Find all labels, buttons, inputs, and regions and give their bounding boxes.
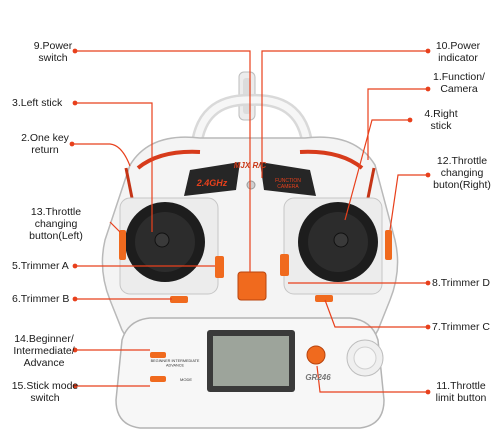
label-power-switch: 9.Power switch [33, 40, 73, 64]
lcd-screen [207, 330, 295, 392]
label-trimmer-a: 5.Trimmer A [12, 260, 69, 272]
power-dial [346, 339, 384, 377]
label-throttle-limit-button: 11.Throttle limit button [435, 380, 487, 404]
model-name: GR246 [305, 373, 331, 382]
right-stick-well [283, 197, 383, 295]
label-throttle-changing-right: 12.Throttle changing buton(Right) [433, 155, 491, 191]
carry-handle [190, 93, 314, 151]
label-trimmer-d: 8.Trimmer D [432, 277, 490, 289]
label-right-stick: 4.Right stick [424, 108, 458, 132]
orange-controls [119, 230, 392, 382]
label-trimmer-c: 7.Trimmer C [432, 321, 490, 333]
leader-lines [72, 50, 428, 393]
label-function-camera: 1.Function/ Camera [433, 71, 485, 95]
label-trimmer-b: 6.Trimmer B [12, 293, 70, 305]
leader-dots [69, 48, 431, 395]
label-left-stick: 3.Left stick [12, 97, 63, 109]
label-beginner-advance: 14.Beginner/ Intermediate/ Advance [13, 333, 75, 369]
left-stick-well [119, 197, 219, 295]
label-throttle-changing-left: 13.Throttle changing button(Left) [29, 206, 83, 242]
label-one-key-return: 2.One key return [21, 132, 69, 156]
label-power-indicator: 10.Power indicator [435, 40, 481, 64]
label-stick-mode-switch: 15.Stick mode switch [11, 380, 79, 404]
frequency-badge: 2.4GHz [196, 178, 228, 188]
brand-logo: MJX R/C [234, 161, 267, 170]
mode-label: MODE [180, 377, 192, 382]
